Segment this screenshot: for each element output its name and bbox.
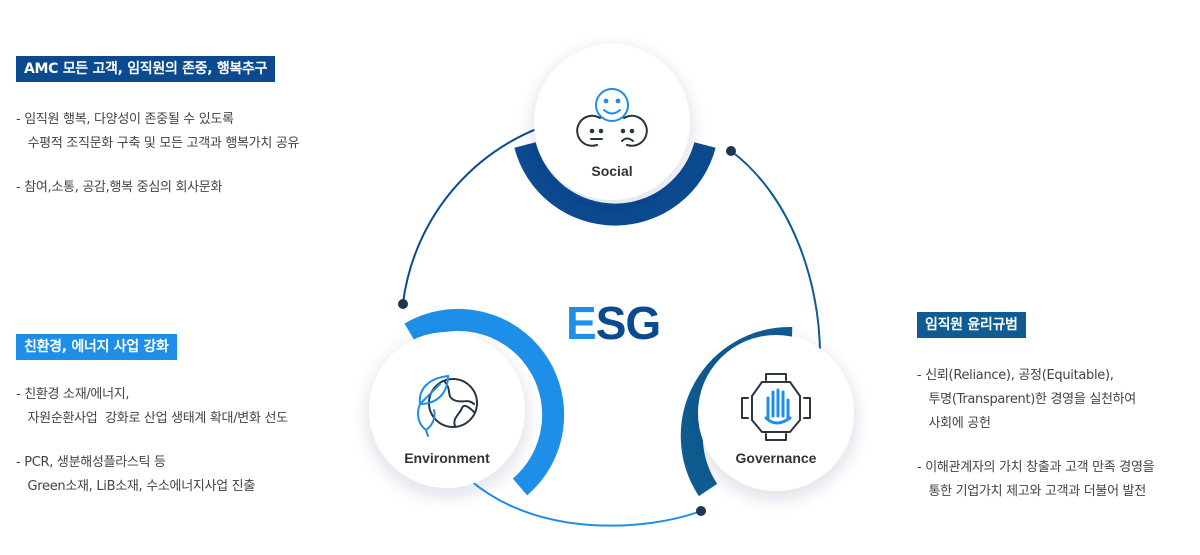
- esg-title-e: E: [566, 297, 597, 349]
- connector-dot: [696, 506, 706, 516]
- smiling-faces-icon: [576, 88, 648, 147]
- governance-bullets: - 신뢰(Reliance), 공정(Equitable), 투명(Transp…: [917, 364, 1155, 504]
- environment-node: Environment: [369, 332, 525, 488]
- governance-bullet-2: - 이해관계자의 가치 창출과 고객 만족 경영을 통한 기업가치 제고와 고객…: [917, 460, 1155, 499]
- connector-arc-right: [730, 150, 821, 356]
- social-bullets: - 임직원 행복, 다양성이 존중될 수 있도록 수평적 조직문화 구축 및 모…: [16, 108, 299, 200]
- esg-title-rest: SG: [595, 297, 661, 349]
- joined-hands-icon: [741, 373, 811, 441]
- social-bullet-2: - 참여,소통, 공감,행복 중심의 회사문화: [16, 180, 223, 195]
- environment-bullets: - 친환경 소재/에너지, 자원순환사업 강화로 산업 생태계 확대/변화 선도…: [16, 383, 288, 499]
- connector-dot: [398, 299, 408, 309]
- social-tag: AMC 모든 고객, 임직원의 존중, 행복추구: [16, 56, 276, 82]
- environment-bullet-1: - 친환경 소재/에너지, 자원순환사업 강화로 산업 생태계 확대/변화 선도: [16, 387, 288, 426]
- connector-arc-left: [402, 118, 568, 304]
- social-node: Social: [534, 44, 690, 200]
- connector-arc-bottom: [469, 479, 702, 527]
- environment-bullet-2: - PCR, 생분해성플라스틱 등 Green소재, LiB소재, 수소에너지사…: [16, 455, 255, 494]
- governance-node: Governance: [698, 335, 854, 491]
- governance-tag: 임직원 윤리규범: [917, 312, 1026, 338]
- environment-label: Environment: [404, 450, 490, 466]
- connector-dot: [726, 146, 736, 156]
- governance-label: Governance: [736, 450, 817, 466]
- esg-title: ESG: [566, 296, 661, 350]
- social-label: Social: [591, 163, 632, 179]
- social-accent-arc: [514, 142, 716, 226]
- leaf-globe-icon: [417, 374, 478, 437]
- environment-tag: 친환경, 에너지 사업 강화: [16, 334, 177, 360]
- social-bullet-1: - 임직원 행복, 다양성이 존중될 수 있도록 수평적 조직문화 구축 및 모…: [16, 112, 300, 151]
- governance-bullet-1: - 신뢰(Reliance), 공정(Equitable), 투명(Transp…: [917, 368, 1136, 431]
- environment-accent-arc: [404, 308, 565, 496]
